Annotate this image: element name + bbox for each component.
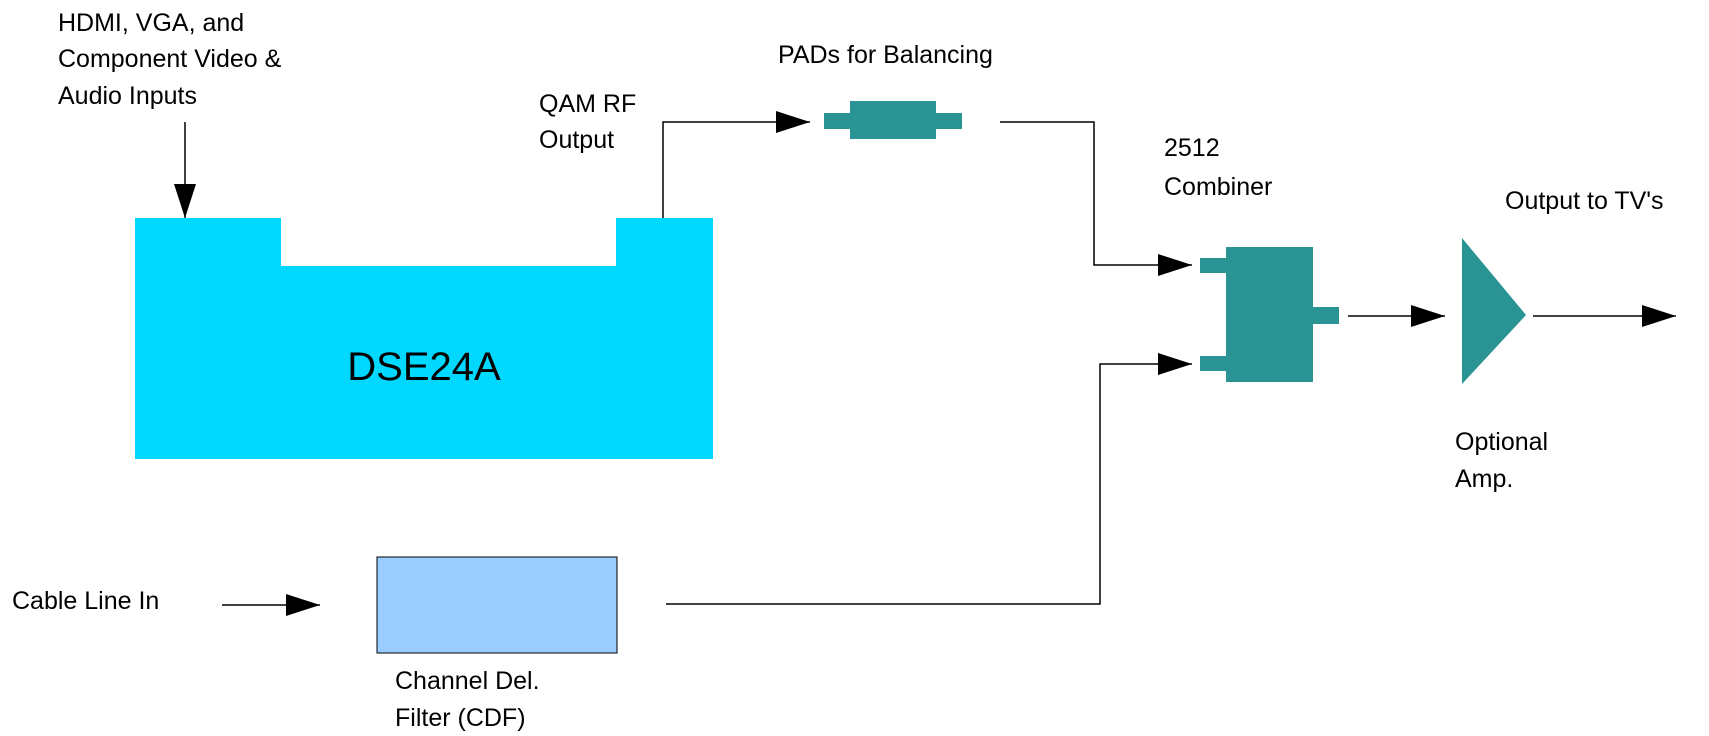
amp-label-line-1: Optional (1455, 428, 1548, 456)
dse24a-label: DSE24A (347, 345, 501, 389)
combiner-label-line-1: 2512 (1164, 134, 1220, 162)
qam-to-pad-arrow (662, 111, 810, 218)
combiner-body (1226, 247, 1313, 382)
pads-label: PADs for Balancing (778, 41, 993, 69)
combiner-input-port-1 (1200, 258, 1228, 273)
amp-triangle-icon (1462, 238, 1526, 384)
output-tv-label: Output to TV's (1505, 187, 1664, 215)
cdf-label-line-1: Channel Del. (395, 667, 540, 695)
inputs-label-line-3: Audio Inputs (58, 82, 197, 110)
pad-to-combiner-arrow (1000, 121, 1192, 276)
cdf-to-combiner-arrow (666, 353, 1192, 605)
pad-attenuator-body (850, 101, 936, 139)
cdf-label-line-2: Filter (CDF) (395, 704, 526, 731)
dse24a-encoder-box (135, 218, 713, 459)
inputs-label-line-1: HDMI, VGA, and (58, 9, 244, 37)
cable-in-label: Cable Line In (12, 587, 159, 615)
cdf-filter-box (376, 556, 618, 654)
combiner-label-line-2: Combiner (1164, 173, 1272, 201)
qam-output-label-line-2: Output (539, 126, 614, 154)
inputs-label-line-2: Component Video & (58, 45, 282, 73)
qam-output-label-line-1: QAM RF (539, 90, 636, 118)
amp-label-line-2: Amp. (1455, 465, 1513, 493)
combiner-output-port (1311, 307, 1339, 324)
combiner-input-port-2 (1200, 356, 1228, 371)
